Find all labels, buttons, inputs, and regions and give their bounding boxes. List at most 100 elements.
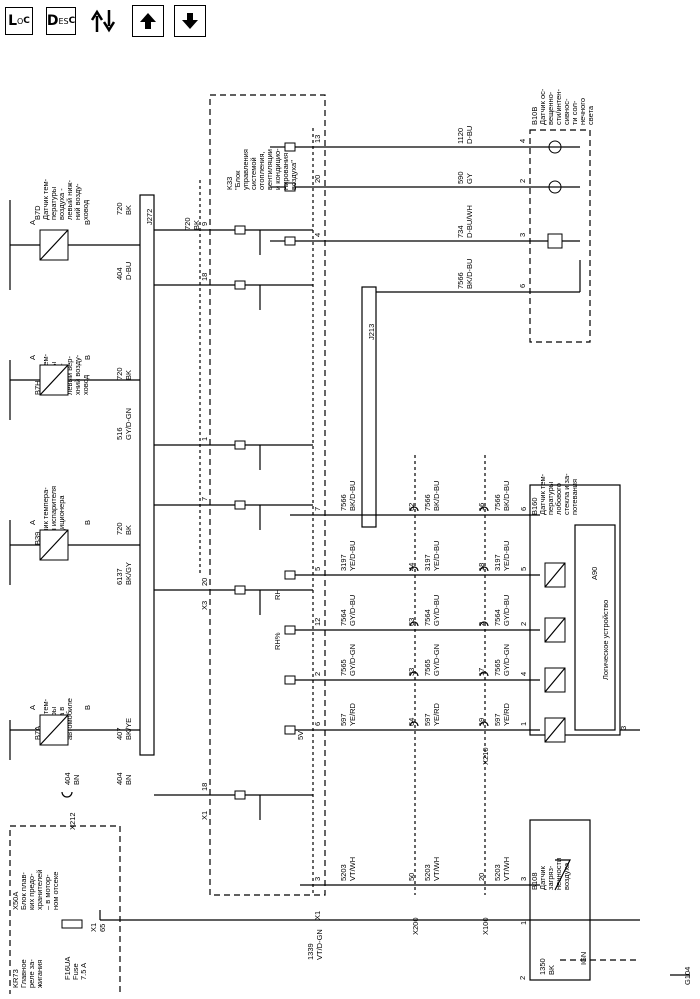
b39-pin-a: A xyxy=(28,520,37,525)
b160-sensor-slash-3 xyxy=(544,667,566,693)
bus-num-b-0: 7566 xyxy=(423,494,432,511)
x212-label: X212 xyxy=(68,812,77,830)
b108-label-line-1: Датчик xyxy=(538,865,547,890)
wire-num-0: 1120 xyxy=(456,128,465,144)
bus-num-b-1: 3197 xyxy=(423,554,432,571)
b7a-label-line-4: автомобиле xyxy=(65,698,74,740)
sensor-wire-color-3: GY/D-GN xyxy=(124,408,133,440)
bus-color-a-0: BK/D-BU xyxy=(348,481,357,511)
swap-icon[interactable] xyxy=(88,5,120,37)
b10b-thermistor-icon xyxy=(547,233,563,249)
k33-left-pin-0: 9 xyxy=(200,222,209,226)
b160-sensor-slash-2 xyxy=(544,617,566,643)
sensor-wire-num-4: 720 xyxy=(115,522,124,535)
k33-left-res-2 xyxy=(234,440,246,450)
sensor-wire-num-8: 404 xyxy=(115,772,124,785)
bus-x200-pin-4: 64 xyxy=(407,718,416,726)
bus-x200-pin-0: 62 xyxy=(407,503,416,511)
b7d-thermistor-slash xyxy=(39,229,69,261)
b108-x200-pin: 50 xyxy=(407,873,416,881)
bus-x200-conn-3 xyxy=(409,671,419,677)
kr73-label-line-3: жигания xyxy=(35,960,44,988)
k33-left-pin-1: 18 xyxy=(200,273,209,281)
x1-fuse-pin: 65 xyxy=(98,924,107,932)
b10b-box xyxy=(529,129,591,343)
bus-x100-pin-2: 2 xyxy=(477,622,486,626)
b10b-label-line-7: света xyxy=(586,105,595,125)
kr73-label-line-1: Главное xyxy=(19,959,28,988)
b7h-label-line-0: B7H xyxy=(33,380,42,395)
b108-num-a: 5203 xyxy=(339,864,348,881)
k33-left-pin-4: 20 xyxy=(200,578,209,586)
sensor-wire-color-7: BN xyxy=(72,775,81,785)
x212-connector-icon xyxy=(61,791,73,798)
sensor-wire-num-6: 407 xyxy=(115,727,124,740)
x1-k33-label: X1 xyxy=(313,911,322,920)
sensor-wire-color-1: D-BU xyxy=(124,262,133,280)
b39-label-line-1: Датчик темпера- xyxy=(41,487,50,545)
x210-label: X210 xyxy=(481,747,490,765)
x50a-label-line-3: хранителей xyxy=(35,870,44,910)
k33-left-res-4 xyxy=(234,585,246,595)
bus-num-a-0: 7566 xyxy=(339,494,348,511)
bus-color-c-3: GY/D-GN xyxy=(502,644,511,676)
b10b-label-line-1: Датчик ос- xyxy=(538,88,547,125)
b10b-pin-3: 6 xyxy=(518,284,527,288)
ign-wire-num: 1339 xyxy=(306,943,315,960)
b7h-pin-a: A xyxy=(28,355,37,360)
k33-label-line-7: нирования xyxy=(281,153,290,190)
b108-label-line-0: B108 xyxy=(530,872,539,890)
b160-label-line-3: лобового xyxy=(554,483,563,515)
bus-b160-pin-0: 6 xyxy=(519,507,528,511)
b108-pin-2: 2 xyxy=(518,976,527,980)
sensor-wire-color-9: BK xyxy=(192,220,201,230)
sensor-wire-num-1: 404 xyxy=(115,267,124,280)
fuse-label-line-2: 7.5 A xyxy=(79,963,88,980)
x50a-label-line-5: ном отсеке xyxy=(51,872,60,910)
wire-color-2: D-BU/WH xyxy=(465,205,474,238)
bus-color-b-2: GY/D-BU xyxy=(432,595,441,626)
b160-label-line-0: B160 xyxy=(530,497,539,515)
bus-x100-conn-1 xyxy=(479,566,489,572)
x3-label: X3 xyxy=(200,601,209,610)
bus-x200-conn-0 xyxy=(409,506,419,512)
b10b-label-line-5: ти сол- xyxy=(570,100,579,125)
arrow-up-icon[interactable] xyxy=(132,5,164,37)
bus-num-a-1: 3197 xyxy=(339,554,348,571)
b7h-pin-b: B xyxy=(83,355,92,360)
k33-left-pin-3: 7 xyxy=(200,497,209,501)
b160-label-line-2: пературы xyxy=(546,482,555,515)
bus-x100-pin-3: 17 xyxy=(477,668,486,676)
arrow-down-icon[interactable] xyxy=(174,5,206,37)
bus-color-c-2: GY/D-BU xyxy=(502,595,511,626)
k33-left-pin-5: 18 xyxy=(200,783,209,791)
k33-pin-top-1: 20 xyxy=(313,175,322,183)
b7h-label-line-6: ховод xyxy=(81,374,90,395)
fuse-label-line-0: F16UA xyxy=(63,957,72,980)
b7h-label-line-4: левый вер- xyxy=(65,356,74,395)
wire-num-2: 734 xyxy=(456,225,465,238)
b108-sensor-icon xyxy=(554,859,571,891)
b10b-label-line-0: B10B xyxy=(530,107,539,125)
b39-thermistor-slash xyxy=(39,529,69,561)
b108-pin: 3 xyxy=(519,877,528,881)
b160-label-line-5: потевания xyxy=(570,479,579,515)
sensor-wire-num-0: 720 xyxy=(115,202,124,215)
j272-label: J272 xyxy=(145,209,154,225)
kr73-label-line-2: реле за- xyxy=(27,959,36,988)
b39-label-line-2: туры испарителя xyxy=(49,486,58,545)
x200-label: X200 xyxy=(411,917,420,935)
b7d-label-line-2: пературы xyxy=(49,187,58,220)
x50a-label-line-2: ких предо- xyxy=(27,873,36,910)
x1-label: X1 xyxy=(200,811,209,820)
bus-num-b-3: 7565 xyxy=(423,659,432,676)
b160-label-line-4: стекла и за- xyxy=(562,473,571,515)
bus-color-c-4: YE/RD xyxy=(502,702,511,726)
bus-num-a-3: 7565 xyxy=(339,659,348,676)
b160-box xyxy=(529,484,621,736)
k33-label-line-1: "Блок xyxy=(233,170,242,190)
b108-color-a: VT/WH xyxy=(348,857,357,881)
